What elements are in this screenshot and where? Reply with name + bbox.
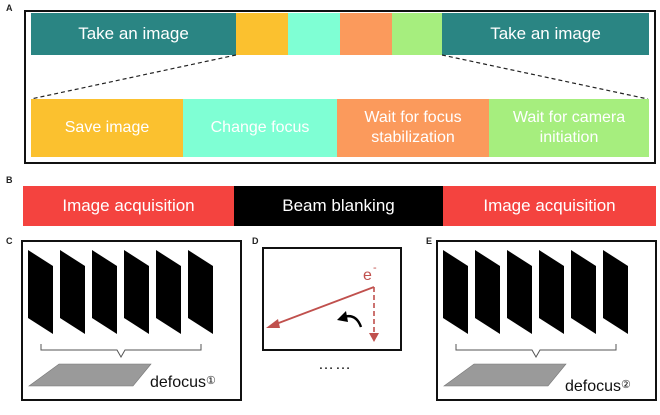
take-image-left: Take an image: [31, 13, 236, 55]
step-wait-focus: Wait for focus stabilization: [337, 99, 489, 157]
rotate-arrowhead: [337, 311, 348, 322]
beam-arrowhead-down: [369, 333, 379, 342]
panel-b-letter: B: [6, 175, 13, 185]
defocus-label-1: defocus①: [150, 374, 216, 391]
step-save-image: Save image: [31, 99, 183, 157]
beam-arrowhead-left: [266, 319, 280, 328]
panel-c-frame: [21, 240, 242, 401]
frame-slice: [92, 250, 117, 334]
brace: [40, 344, 202, 359]
segment-acquisition-left: Image acquisition: [23, 186, 234, 226]
brace: [455, 344, 617, 359]
frame-slice: [603, 250, 628, 334]
beam-path-deflected: [275, 286, 375, 325]
frame-slice: [188, 250, 213, 334]
segment-acquisition-right: Image acquisition: [443, 186, 656, 226]
step-wait-camera: Wait for camera initiation: [489, 99, 649, 157]
panel-d-frame: [262, 247, 402, 351]
zoom-line-right: [441, 54, 649, 100]
step-change-focus: Change focus: [183, 99, 337, 157]
frame-slice: [28, 250, 53, 334]
defocus-label-2: defocus②: [565, 378, 631, 395]
take-image-right: Take an image: [442, 13, 649, 55]
panel-c-letter: C: [6, 236, 13, 246]
sample-grid: [443, 363, 567, 387]
frame-slice: [156, 250, 181, 334]
zoom-line-left: [30, 54, 237, 100]
frame-slice: [539, 250, 564, 334]
frame-slice: [507, 250, 532, 334]
panel-c-graphic: [28, 250, 213, 387]
mini-stabilize-block: [340, 13, 392, 55]
frame-slice: [60, 250, 85, 334]
electron-symbol: e: [363, 267, 372, 284]
electron-charge: -: [373, 262, 377, 274]
mini-save-block: [236, 13, 288, 55]
segment-beam-blanking: Beam blanking: [234, 186, 443, 226]
frame-slice: [124, 250, 149, 334]
panel-d-letter: D: [252, 236, 259, 246]
mini-camera-block: [392, 13, 442, 55]
panel-a-letter: A: [6, 3, 13, 13]
sample-grid: [28, 363, 152, 387]
ellipsis: ……: [318, 356, 352, 373]
panel-e-letter: E: [426, 236, 433, 246]
frame-slice: [475, 250, 500, 334]
panel-a-frame: [24, 10, 656, 164]
panel-e-frame: [436, 240, 657, 401]
mini-focus-block: [288, 13, 340, 55]
frame-slice: [443, 250, 468, 334]
panel-d-graphic: e -: [266, 262, 379, 342]
frame-slice: [571, 250, 596, 334]
panel-e-graphic: [443, 250, 628, 387]
